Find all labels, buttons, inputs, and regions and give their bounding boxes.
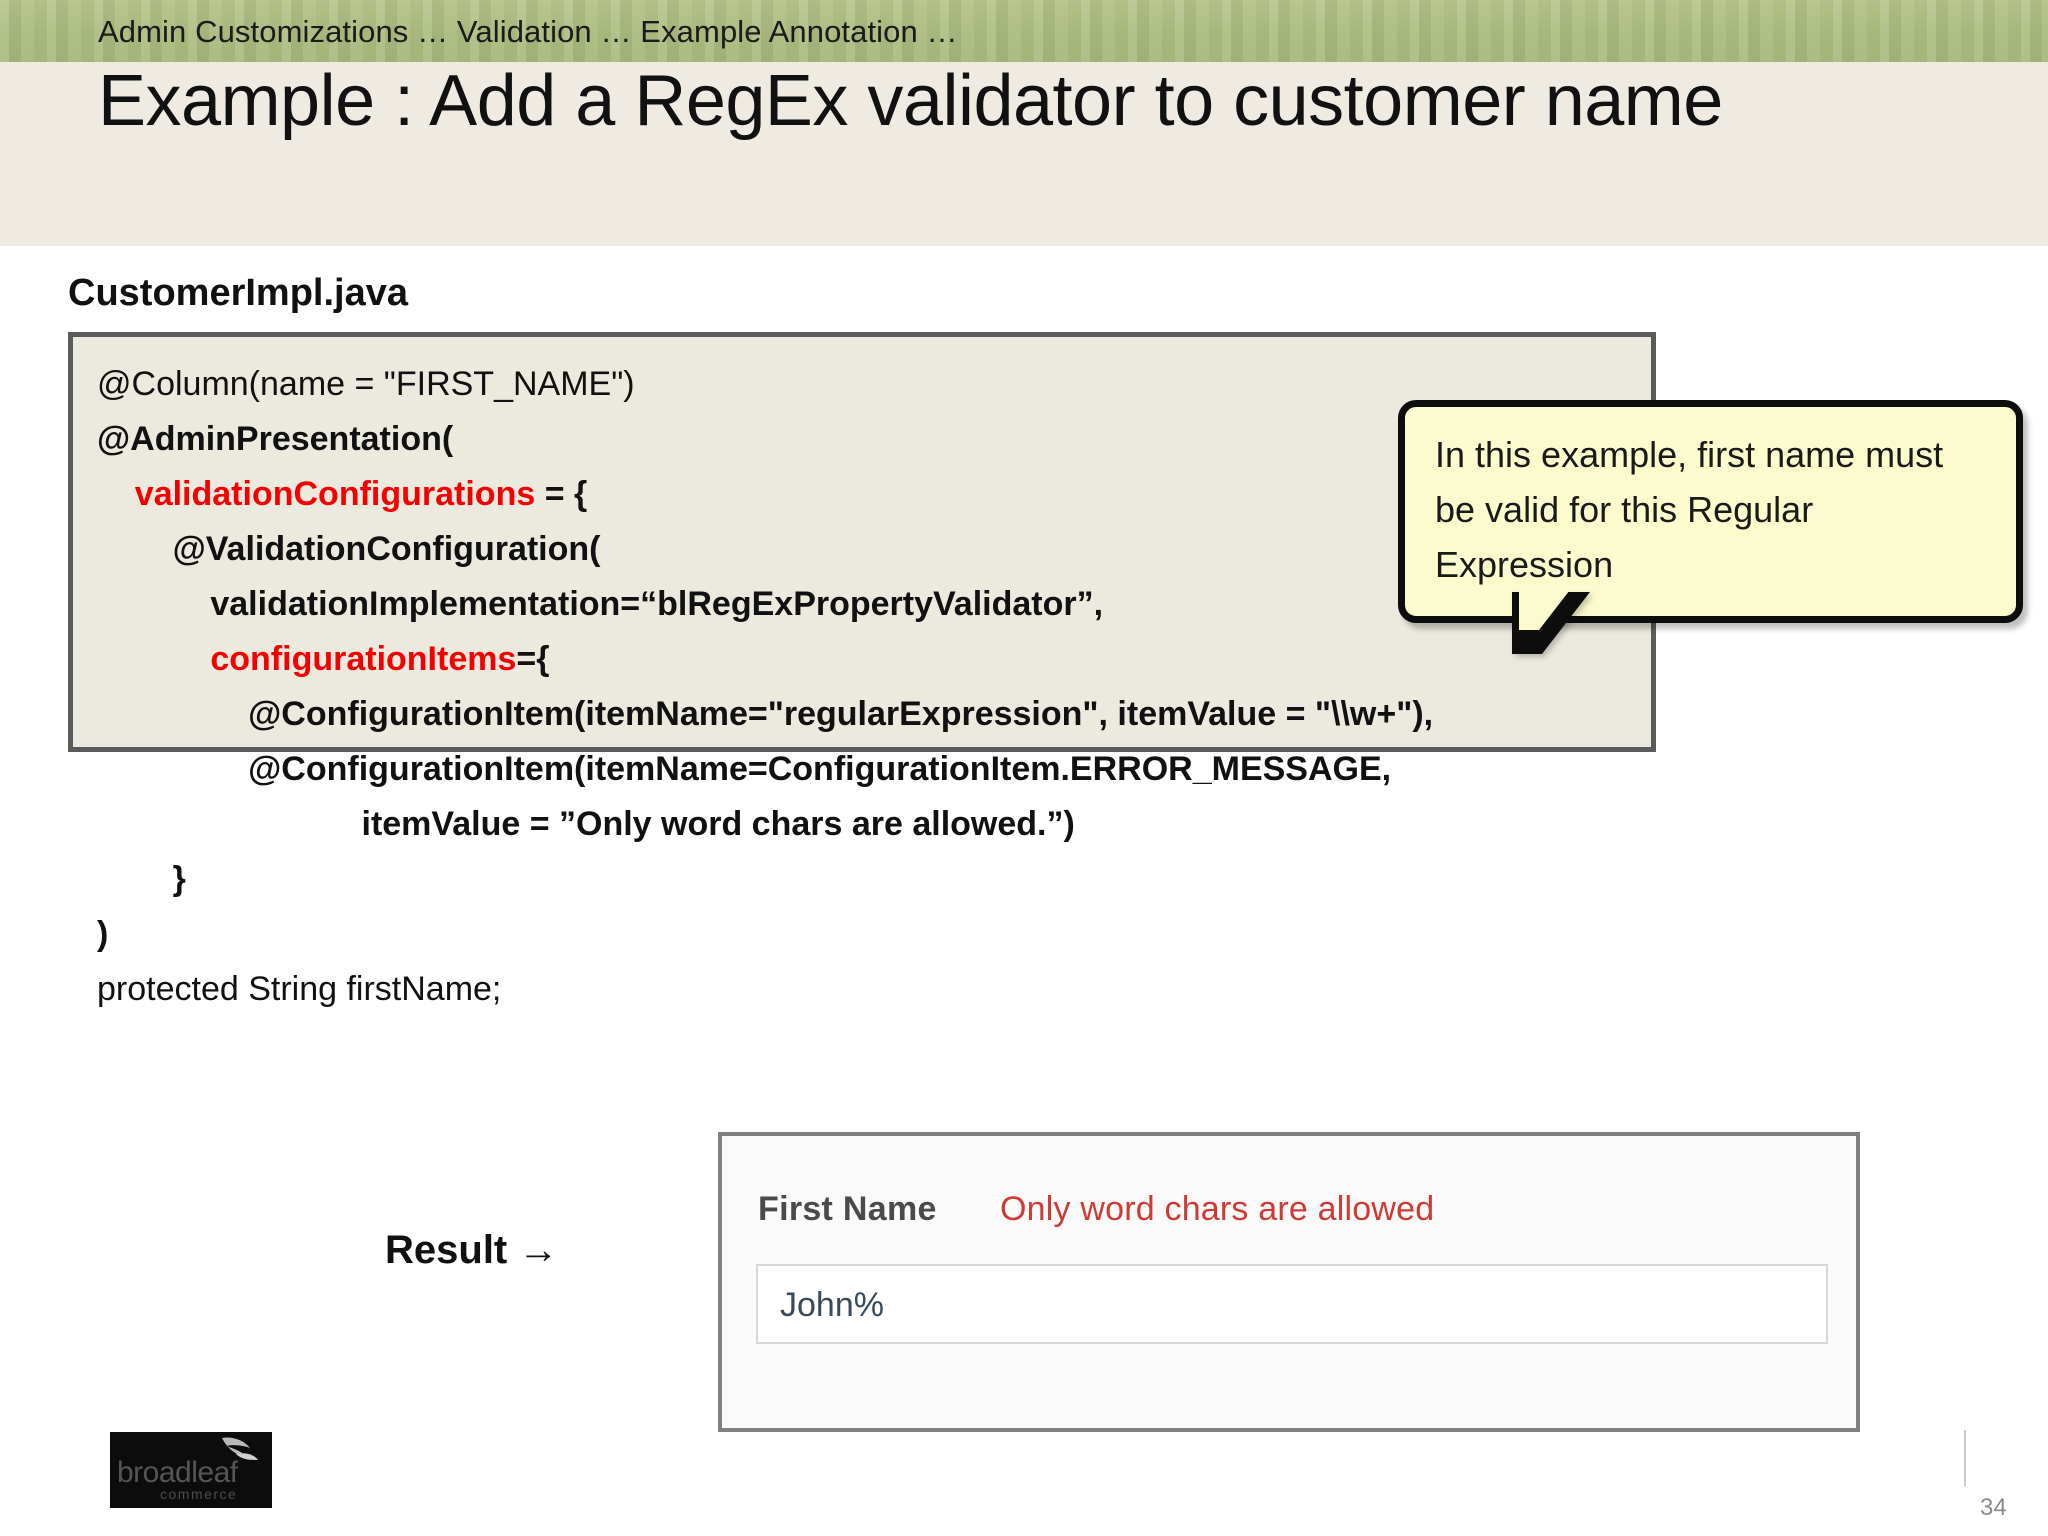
code-line: itemValue = ”Only word chars are allowed…	[97, 797, 1651, 852]
code-text: ={	[516, 640, 550, 678]
code-line: protected String firstName;	[97, 962, 1651, 1017]
code-text: itemValue = ”Only word chars are allowed…	[361, 805, 1075, 843]
code-text: @ConfigurationItem(itemName="regularExpr…	[248, 695, 1434, 733]
code-line: validationImplementation=“blRegExPropert…	[97, 577, 1651, 632]
file-name-label: CustomerImpl.java	[68, 272, 408, 314]
first-name-input[interactable]: John%	[756, 1264, 1828, 1344]
code-text: = {	[535, 475, 588, 513]
code-text: protected String firstName;	[97, 970, 502, 1008]
code-line: @Column(name = "FIRST_NAME")	[97, 357, 1651, 412]
logo-subtext: commerce	[160, 1486, 238, 1502]
code-line: @AdminPresentation(	[97, 412, 1651, 467]
first-name-input-value: John%	[780, 1286, 884, 1324]
page-number: 34	[1980, 1494, 2007, 1521]
page-title: Example : Add a RegEx validator to custo…	[98, 61, 1723, 141]
code-line: )	[97, 907, 1651, 962]
code-text: @Column(name = "FIRST_NAME")	[97, 365, 635, 403]
footer-divider	[1964, 1430, 1966, 1486]
callout-text: In this example, first name must be vali…	[1435, 434, 1944, 585]
first-name-label: First Name	[758, 1190, 937, 1228]
code-text: @ValidationConfiguration(	[172, 530, 601, 568]
code-keyword: configurationItems	[210, 640, 517, 678]
code-text: }	[172, 860, 186, 898]
code-lines: @Column(name = "FIRST_NAME") @AdminPresen…	[97, 357, 1651, 1017]
title-band	[0, 62, 2048, 246]
breadcrumb-band: Admin Customizations … Validation … Exam…	[0, 0, 2048, 62]
code-line: validationConfigurations = {	[97, 467, 1651, 522]
callout-bubble: In this example, first name must be vali…	[1398, 400, 2023, 623]
code-line: @ConfigurationItem(itemName="regularExpr…	[97, 687, 1651, 742]
result-form-screenshot: First Name Only word chars are allowed J…	[718, 1132, 1860, 1432]
code-line: }	[97, 852, 1651, 907]
code-text: )	[97, 915, 109, 953]
code-text: @ConfigurationItem(itemName=Configuratio…	[248, 750, 1392, 788]
validation-error-message: Only word chars are allowed	[1000, 1190, 1435, 1228]
result-label: Result →	[385, 1228, 559, 1272]
code-keyword: validationConfigurations	[134, 475, 536, 513]
logo-wordmark: broadleaf	[117, 1456, 238, 1489]
leaf-icon	[222, 1437, 258, 1460]
code-text: @AdminPresentation(	[97, 420, 454, 458]
code-line: @ValidationConfiguration(	[97, 522, 1651, 577]
broadleaf-logo: broadleaf commerce	[110, 1432, 272, 1508]
code-line: @ConfigurationItem(itemName=Configuratio…	[97, 742, 1651, 797]
callout-tail-fill-icon	[1519, 586, 1573, 630]
code-block: @Column(name = "FIRST_NAME") @AdminPresen…	[68, 332, 1656, 1008]
code-line: configurationItems={	[97, 632, 1651, 687]
breadcrumb: Admin Customizations … Validation … Exam…	[98, 14, 958, 49]
code-text: validationImplementation=“blRegExPropert…	[210, 585, 1104, 623]
